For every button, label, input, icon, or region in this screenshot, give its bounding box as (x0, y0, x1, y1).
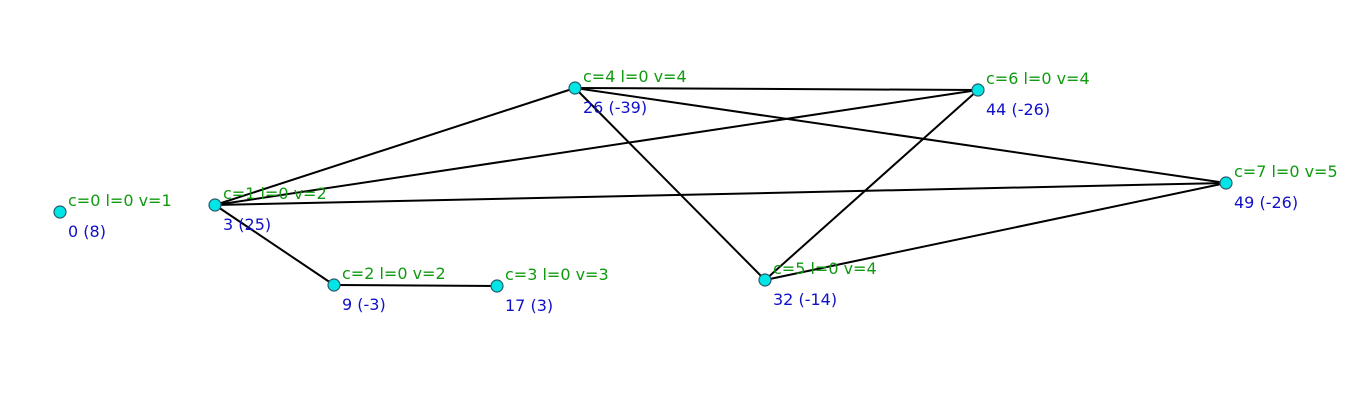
node-3-top-label: c=3 l=0 v=3 (505, 265, 609, 284)
node-4[interactable] (568, 81, 582, 95)
node-2-top-label: c=2 l=0 v=2 (342, 264, 446, 283)
edge-6-5 (764, 89, 979, 281)
node-6-top-label: c=6 l=0 v=4 (986, 69, 1090, 88)
node-4-bottom-label: 26 (-39) (583, 98, 647, 117)
edge-1-7 (214, 182, 1227, 206)
node-2-bottom-label: 9 (-3) (342, 295, 386, 314)
node-1[interactable] (208, 198, 222, 212)
edge-1-2 (214, 204, 335, 286)
edge-layer (214, 87, 1227, 287)
node-5-top-label: c=5 l=0 v=4 (773, 259, 877, 278)
node-4-top-label: c=4 l=0 v=4 (583, 67, 687, 86)
node-7-top-label: c=7 l=0 v=5 (1234, 162, 1338, 181)
node-6[interactable] (971, 83, 985, 97)
edge-4-5 (574, 87, 766, 281)
node-3[interactable] (490, 279, 504, 293)
node-0-top-label: c=0 l=0 v=1 (68, 191, 172, 210)
edge-4-7 (574, 87, 1227, 184)
node-layer (53, 81, 1233, 293)
edge-2-3 (333, 284, 498, 287)
node-1-bottom-label: 3 (25) (223, 215, 271, 234)
node-0[interactable] (53, 205, 67, 219)
node-2[interactable] (327, 278, 341, 292)
edge-5-7 (764, 182, 1227, 281)
node-3-bottom-label: 17 (3) (505, 296, 553, 315)
node-6-bottom-label: 44 (-26) (986, 100, 1050, 119)
label-layer: c=0 l=0 v=1 0 (8) c=1 l=0 v=2 3 (25) c=2 l=0… (68, 67, 1338, 315)
edge-1-4 (214, 87, 576, 206)
node-5[interactable] (758, 273, 772, 287)
node-7[interactable] (1219, 176, 1233, 190)
node-1-top-label: c=1 l=0 v=2 (223, 184, 327, 203)
edge-1-6 (214, 89, 979, 206)
edge-4-6 (574, 87, 979, 91)
node-0-bottom-label: 0 (8) (68, 222, 106, 241)
node-5-bottom-label: 32 (-14) (773, 290, 837, 309)
node-7-bottom-label: 49 (-26) (1234, 193, 1298, 212)
